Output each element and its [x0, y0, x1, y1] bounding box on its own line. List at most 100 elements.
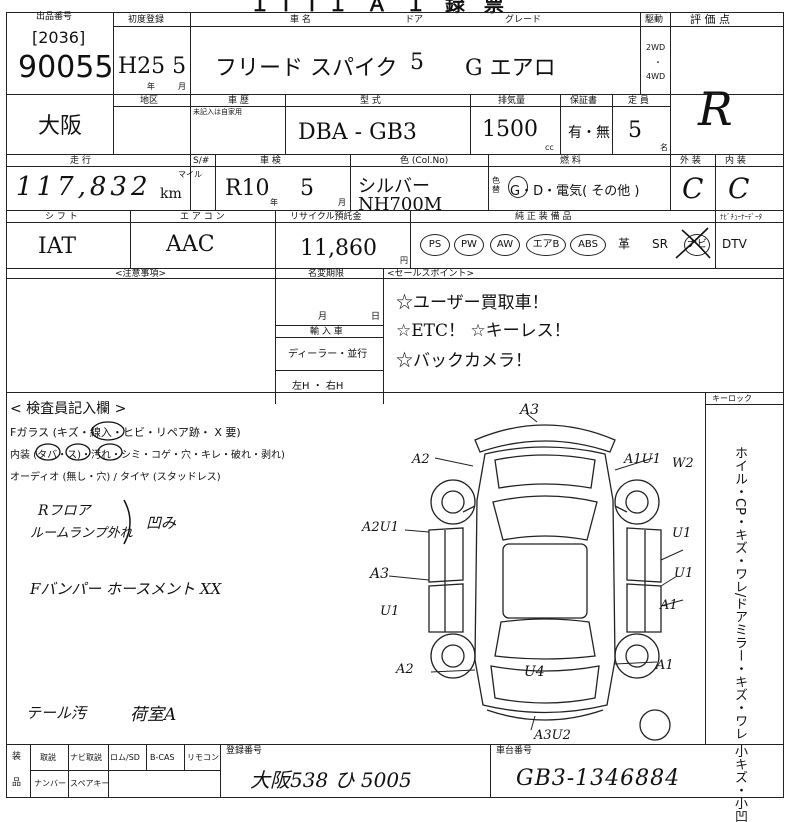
drive-4wd: 4WD: [646, 72, 666, 81]
capacity-label: 定 員: [628, 96, 649, 106]
hand-note-5: テール汚: [26, 704, 87, 722]
month-mark: 月: [178, 82, 186, 91]
mark-left-a2u1: A2U1: [362, 520, 399, 535]
mileage-value: 117,832: [16, 172, 152, 202]
area-value: 大阪: [38, 114, 83, 139]
ac-value: AAC: [166, 232, 215, 257]
inspect-year-mark: 年: [270, 198, 278, 207]
history-label: 車 歴: [228, 96, 249, 106]
auction-sheet: ＩＴＴＩ Ａ Ｉ 録 票 出品番号 [2036] 90055 初度登録 H25 …: [6, 0, 784, 822]
area-label: 地区: [140, 96, 159, 106]
mark-rear-right-a1: A1: [656, 658, 674, 673]
chassis-label: 車台番号: [496, 746, 533, 756]
recycle-value: 11,860: [300, 236, 377, 261]
equip-leather: 革: [618, 237, 631, 251]
equip-abs: ABS: [570, 234, 606, 256]
hand-note-6: 荷室A: [130, 705, 177, 725]
mark-right-a1: A1: [660, 598, 678, 613]
equip-sr: SR: [652, 237, 668, 251]
sales-point-1: ☆ユーザー買取車！: [396, 293, 549, 313]
capacity-value: 5: [628, 118, 642, 143]
interior-line: 内装 (タバ・ス)・汚れ・シミ・コゲ・穴・キレ・破れ・剥れ): [10, 450, 285, 461]
score-label: 評 価 点: [690, 13, 730, 26]
sales-point-3: ☆バックカメラ！: [396, 351, 532, 371]
model-label: 型 式: [360, 96, 381, 106]
footer-item-manual: 取説: [40, 753, 56, 762]
mileage-unit-mile: マイル: [178, 170, 202, 179]
side-label: ホイル・CP・キズ・ワレ/ドアミラー・キズ・ワレ 小キズ・小凹: [732, 446, 747, 822]
sales-label: <セールスポイント>: [387, 269, 475, 279]
mark-front-right-w2: W2: [672, 456, 694, 471]
fuel-label: 燃 料: [560, 156, 581, 166]
inspect-label: 車 検: [260, 156, 281, 166]
equip-airbag: エアB: [526, 234, 566, 256]
drive-2wd: 2WD: [646, 43, 666, 52]
equip-dtv: DTV: [722, 237, 747, 251]
color-change: 色替: [492, 176, 500, 194]
meigi-day: 日: [371, 312, 381, 322]
year-mark: 年: [147, 82, 155, 91]
chassis-value: GB3-1346884: [516, 766, 681, 791]
mark-front-a3: A3: [520, 402, 540, 418]
ext-value: C: [682, 172, 704, 205]
mark-front-right-a1u1: A1U1: [624, 452, 661, 467]
inspect-month-mark: 月: [338, 198, 346, 207]
inspection-title: < 検査員記入欄 >: [10, 401, 127, 417]
int-label: 内 装: [725, 156, 746, 166]
s-label: S/#: [193, 156, 210, 166]
footer-item-sparekey: スペアキー: [70, 779, 110, 788]
mark-left-u1: U1: [380, 604, 400, 619]
keylock-label: キーロック: [712, 394, 752, 403]
mark-rear-u4: U4: [524, 664, 545, 680]
equip-label: 純 正 装 備 品: [515, 212, 572, 222]
equip-aw: AW: [490, 234, 520, 256]
drive-dot: ・: [654, 58, 662, 67]
recycle-label: リサイクル預託金: [290, 212, 362, 222]
fuel-gas-circle: [508, 176, 528, 198]
model-value: DBA - GB3: [298, 120, 417, 145]
footer-item-rom: ロム/SD: [110, 753, 140, 762]
door-value: 5: [410, 50, 424, 75]
cc-label: 排気量: [498, 96, 526, 106]
footer-item-remote: リモコン: [187, 753, 219, 762]
glass-line: Fガラス (キズ・線入・ヒビ・リペア跡・ X 要): [10, 426, 241, 439]
warranty-label: 保証書: [570, 96, 598, 106]
car-name-label: 車 名: [290, 15, 311, 25]
score-value: R: [698, 82, 733, 136]
sheet-frame: [6, 12, 784, 798]
footer-item-number: ナンバー: [34, 779, 66, 788]
ext-label: 外 装: [680, 156, 701, 166]
footer-item-navi-manual: ナビ取説: [70, 753, 102, 762]
import-label: 輸 入 車: [310, 327, 343, 337]
cc-unit: cc: [545, 143, 554, 152]
lot-number: 90055: [18, 50, 114, 85]
first-reg-value: H25 5: [118, 54, 187, 79]
car-name-value: フリード スパイク: [215, 56, 398, 81]
color-label: 色 (Col.No): [400, 156, 449, 166]
equip-ps: PS: [420, 234, 450, 256]
mark-rear-a3u2: A3U2: [534, 728, 571, 743]
inspect-value: R10: [225, 176, 270, 201]
cc-value: 1500: [482, 117, 538, 142]
footer-label-a: 装: [12, 752, 22, 762]
glass-circle-mark: [91, 421, 125, 441]
capacity-unit: 名: [660, 143, 668, 152]
footer-label-b: 品: [12, 778, 22, 788]
equip-pw: PW: [454, 234, 484, 256]
inspect-month: 5: [300, 176, 314, 201]
mileage-label: 走 行: [70, 156, 91, 166]
shift-label: シ フ ト: [45, 212, 78, 222]
navi-crossout-mark: [675, 227, 711, 259]
dealer-label: ディーラー・並行: [288, 349, 368, 360]
mileage-unit-km: km: [160, 186, 182, 202]
recycle-unit: 円: [400, 256, 408, 265]
drive-label: 駆動: [645, 15, 664, 25]
hand-note-3: 凹み: [146, 514, 177, 532]
hand-note-2: ルームランプ外れ: [30, 526, 133, 541]
handle-label: 左H ・ 右H: [292, 381, 344, 392]
meigi-month: 月: [318, 312, 328, 322]
mark-right-u1-mid: U1: [674, 566, 694, 581]
audio-line: オーディオ (無し・穴) / タイヤ (スタッドレス): [10, 472, 221, 483]
lot-sub: [2036]: [32, 28, 86, 47]
exhibit-label: 出品番号: [36, 12, 73, 22]
